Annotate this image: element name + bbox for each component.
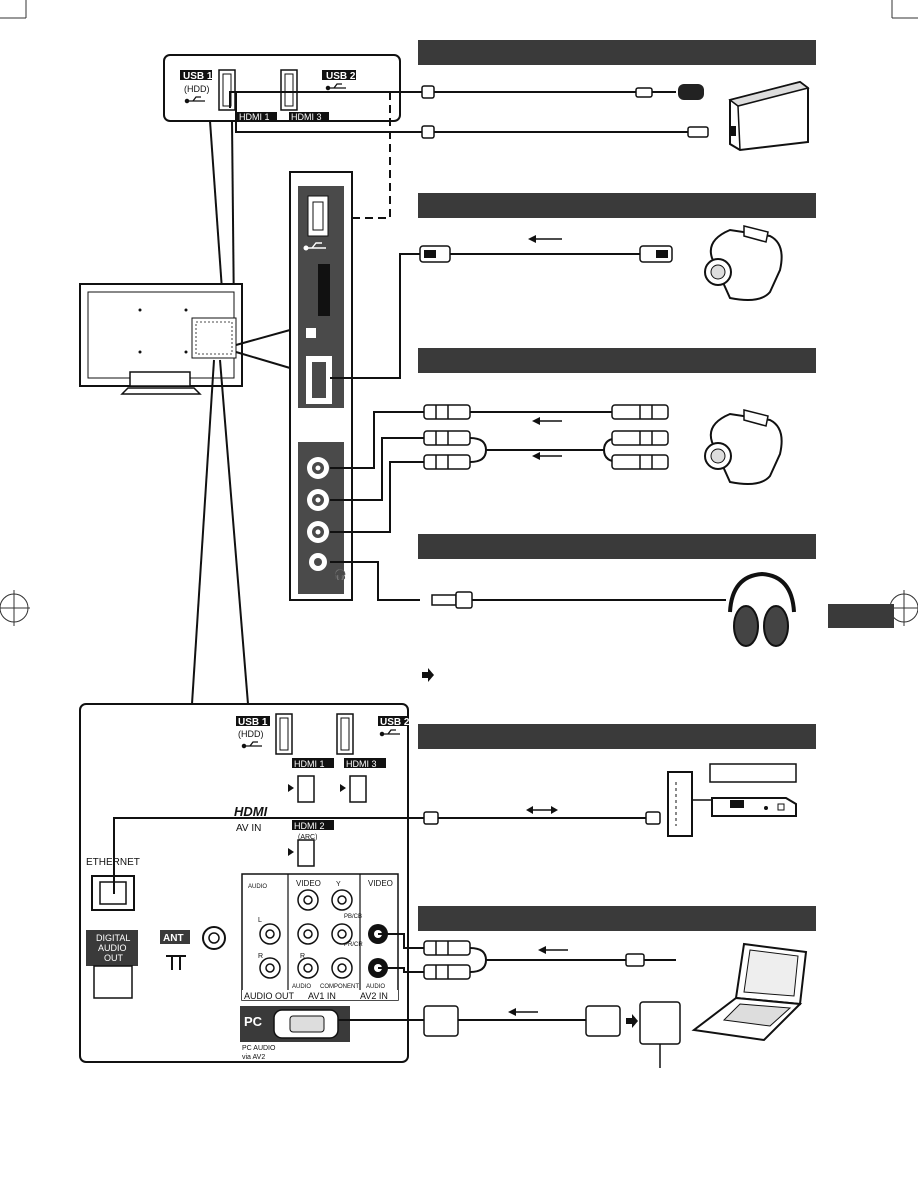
- component-label: COMPONENT: [320, 984, 359, 990]
- camcorder-icon: [704, 409, 783, 485]
- usb-icon: [379, 729, 400, 737]
- rca-plugs: [423, 404, 669, 470]
- arrows-av: [532, 417, 562, 460]
- hdmi3-label: HDMI 3: [291, 112, 322, 122]
- zoom-lines-rear: [191, 359, 249, 705]
- camcorder-icon: [704, 225, 783, 301]
- usb2-port: [280, 69, 298, 111]
- ant-label: ANT: [163, 933, 184, 944]
- rear-hdmi3-label: HDMI 3: [346, 759, 377, 769]
- arrow-bidirectional: [526, 806, 558, 814]
- av1-in-label: AV1 IN: [308, 991, 336, 1001]
- out-label: OUT: [104, 953, 124, 963]
- hdmi1-label: HDMI 1: [239, 112, 270, 122]
- av2-in-label: AV2 IN: [360, 991, 388, 1001]
- r-label: R: [258, 953, 263, 960]
- tv-rear-view: [79, 283, 243, 395]
- dashed-link: [330, 92, 391, 219]
- av2-audio-label: AUDIO: [366, 984, 385, 990]
- usb-icon: [241, 741, 262, 749]
- av-in-label: AV IN: [236, 823, 261, 834]
- rear-usb1-label: USB 1: [238, 717, 268, 728]
- header-bar-network: [418, 724, 816, 749]
- rear-hdmi2-label: HDMI 2: [294, 821, 325, 831]
- arc-label: (ARC): [298, 834, 317, 841]
- arrow-left: [528, 235, 562, 243]
- section-tab: [828, 604, 894, 628]
- usb1-hdd-label: (HDD): [184, 84, 210, 94]
- header-bar-headphones: [418, 534, 816, 559]
- usb-stick-icon: [678, 84, 704, 100]
- router-icon: [667, 771, 712, 837]
- ethernet-label: ETHERNET: [86, 857, 140, 868]
- usb1-label: USB 1: [183, 71, 213, 82]
- av1-audio-label: AUDIO: [292, 984, 311, 990]
- rear-usb1-hdd-label: (HDD): [238, 729, 264, 739]
- section-headers: [418, 40, 816, 931]
- usb1-port: [218, 69, 236, 111]
- usb-icon: [184, 96, 205, 104]
- out-audio-label: AUDIO: [248, 884, 267, 890]
- pb-label: PB/CB: [344, 914, 362, 920]
- via-av2-label: via AV2: [242, 1054, 265, 1061]
- usb-cables: [421, 84, 709, 139]
- usb2-label: USB 2: [326, 71, 356, 82]
- pc-label: PC: [244, 1014, 263, 1029]
- zoom-lines-side: [235, 329, 291, 369]
- header-bar-hdmi: [418, 193, 816, 218]
- header-bar-usb: [418, 40, 816, 65]
- hard-disk-icon: [728, 80, 810, 152]
- rear-usb2-label: USB 2: [380, 717, 410, 728]
- hdmi-icon: HDMI: [234, 804, 268, 819]
- usb-icon: [303, 242, 326, 251]
- headphone-cable: [330, 561, 726, 609]
- audio-out-label: AUDIO OUT: [244, 991, 295, 1001]
- pr-label: PR/CR: [344, 942, 363, 948]
- side-port-panel: 🎧: [289, 171, 353, 601]
- arrow-left: [538, 946, 568, 954]
- pc-audio-label: PC AUDIO: [242, 1045, 276, 1052]
- l-label: L: [258, 917, 262, 924]
- video2-label: VIDEO: [368, 879, 393, 888]
- arrow-left: [508, 1008, 538, 1016]
- y-label: Y: [336, 881, 341, 888]
- hdmi-cable: [330, 235, 673, 379]
- rear-hdmi1-label: HDMI 1: [294, 759, 325, 769]
- pc-audio-cable: [378, 933, 676, 980]
- video-label: VIDEO: [296, 879, 321, 888]
- vga-cable: [338, 1001, 681, 1068]
- laptop-icon: [691, 942, 808, 1042]
- modem-icon: [711, 797, 797, 817]
- modem-label-box: [709, 763, 797, 783]
- header-bar-av: [418, 348, 816, 373]
- r2-label: R: [300, 953, 305, 960]
- headphones-icon: [728, 571, 796, 647]
- arrow-right-icon: [422, 668, 434, 682]
- digital-label: DIGITAL: [96, 933, 130, 943]
- crop-marks: [0, 0, 918, 626]
- composite-cables: [330, 411, 621, 533]
- headphones-icon: 🎧: [334, 568, 346, 581]
- ethernet-cable: [113, 806, 661, 894]
- header-bar-pc: [418, 906, 816, 931]
- rear-port-panel: USB 1 (HDD) USB 2 HDMI 1 HDMI 3 HDMI AV …: [79, 703, 410, 1063]
- audio-label: AUDIO: [98, 943, 127, 953]
- usb-icon: [325, 83, 346, 91]
- top-port-panel: USB 1 (HDD) USB 2 HDMI 1 HDMI 3: [163, 54, 401, 122]
